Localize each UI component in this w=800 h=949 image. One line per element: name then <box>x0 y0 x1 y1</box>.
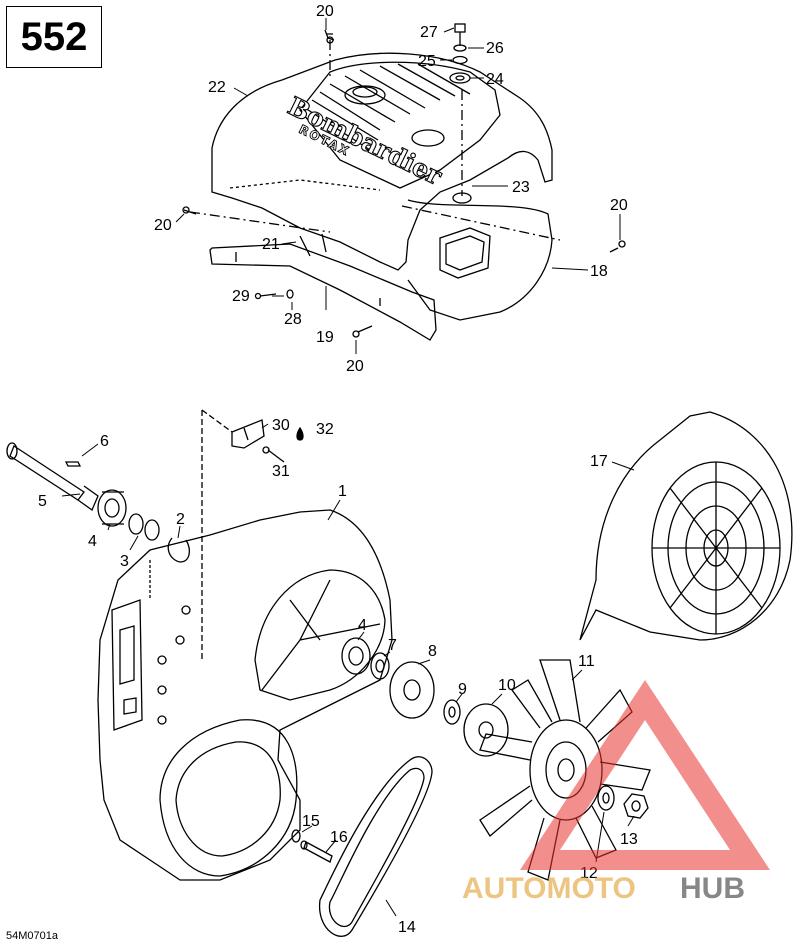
callout-29: 29 <box>232 288 250 305</box>
leader-lines <box>61 18 635 917</box>
page-number: 552 <box>6 6 102 68</box>
circlip <box>167 537 191 563</box>
engine-cover-shroud <box>189 40 561 321</box>
washers <box>128 513 160 541</box>
callout-18: 18 <box>590 263 608 280</box>
callout-3: 3 <box>120 553 129 570</box>
callout-30: 30 <box>272 417 290 434</box>
mounting-bracket <box>209 233 437 341</box>
callout-21: 21 <box>262 236 280 253</box>
watermark-text-part1: AUTOMOTO <box>462 872 636 905</box>
callout-2: 2 <box>176 511 185 528</box>
callout-28: 28 <box>284 311 302 328</box>
automotohub-watermark: AUTOMOTO HUB <box>462 680 770 905</box>
callout-20-top: 20 <box>316 3 334 20</box>
drive-belt <box>319 756 433 937</box>
callout-1: 1 <box>338 483 347 500</box>
callout-13: 13 <box>620 831 638 848</box>
bolt-and-washer <box>291 829 333 863</box>
callout-31: 31 <box>272 463 290 480</box>
callout-5: 5 <box>38 493 47 510</box>
callout-24: 24 <box>486 71 504 88</box>
callout-6: 6 <box>100 433 109 450</box>
callout-16: 16 <box>330 829 348 846</box>
callout-17: 17 <box>590 453 608 470</box>
callout-9: 9 <box>458 681 467 698</box>
callout-4-right: 4 <box>358 617 367 634</box>
fan-guard <box>579 411 793 641</box>
callout-23: 23 <box>512 179 530 196</box>
figure-reference: 54M0701a <box>6 930 58 942</box>
callout-11: 11 <box>578 653 595 670</box>
bearing-right <box>341 637 509 757</box>
callout-25: 25 <box>418 53 436 70</box>
callout-20-right: 20 <box>610 197 628 214</box>
callout-20-left: 20 <box>154 217 172 234</box>
callout-27: 27 <box>420 24 438 41</box>
callout-8: 8 <box>428 643 437 660</box>
callout-20-bottom: 20 <box>346 358 364 375</box>
callout-7: 7 <box>388 637 397 654</box>
callout-15: 15 <box>302 813 320 830</box>
callout-19: 19 <box>316 329 334 346</box>
top-hardware <box>182 23 626 338</box>
callout-26: 26 <box>486 40 504 57</box>
callout-14: 14 <box>398 919 416 936</box>
fan-housing <box>97 509 393 881</box>
callout-32: 32 <box>316 421 334 438</box>
washer-and-nut <box>597 785 649 819</box>
callout-4-left: 4 <box>88 533 97 550</box>
shaft <box>6 442 99 511</box>
callout-22: 22 <box>208 79 226 96</box>
callout-10: 10 <box>498 677 516 694</box>
clip-bracket <box>201 409 304 660</box>
watermark-text-part2: HUB <box>680 872 745 905</box>
bearing-left <box>97 489 127 527</box>
